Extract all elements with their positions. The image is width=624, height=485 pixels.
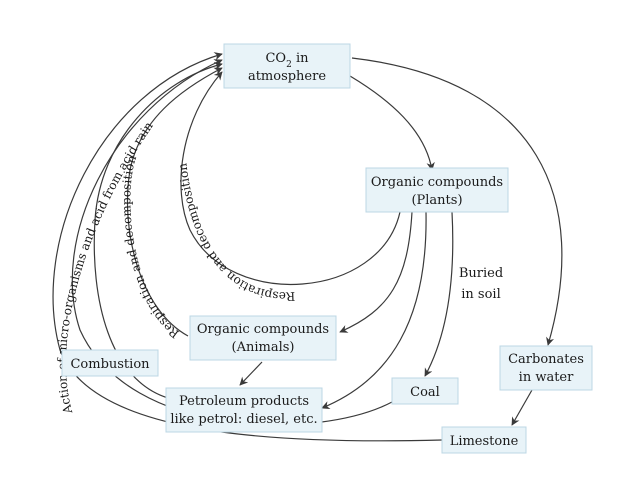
label-buried: Buried	[459, 266, 503, 281]
node-limestone: Limestone	[441, 426, 527, 454]
node-petroleum-line1: Petroleum products	[179, 394, 309, 409]
node-combustion: Combustion	[61, 349, 159, 377]
node-animals-line1: Organic compounds	[197, 322, 329, 337]
arrow-co2-to-plants	[349, 75, 435, 171]
arrow-plants-to-coal	[424, 211, 454, 377]
arrow-plants-respiration-to-co2	[180, 71, 401, 285]
label-respiration-outer: Respiration and decomposition	[119, 153, 181, 341]
node-co2-line1: CO2 in	[265, 51, 309, 70]
arrow-animals-respiration-to-co2	[126, 67, 223, 337]
node-plants: Organic compounds (Plants)	[365, 167, 509, 213]
node-animals: Organic compounds (Animals)	[189, 315, 337, 361]
arrow-co2-to-carbonates	[351, 57, 563, 346]
node-animals-line2: (Animals)	[232, 340, 295, 355]
node-co2-atmosphere: CO2 in atmosphere	[223, 43, 351, 89]
node-plants-line1: Organic compounds	[371, 175, 503, 190]
node-combustion-label: Combustion	[70, 357, 150, 372]
arrow-plants-to-animals	[339, 211, 413, 333]
node-coal: Coal	[391, 377, 459, 405]
node-limestone-label: Limestone	[450, 434, 519, 449]
arrow-carbonates-to-limestone	[511, 389, 533, 426]
node-coal-label: Coal	[410, 385, 440, 400]
arrow-limestone-to-co2	[52, 52, 443, 442]
node-carbonates-line1: Carbonates	[508, 352, 584, 367]
node-petroleum-line2: like petrol: diesel, etc.	[170, 412, 317, 427]
label-buried-2: in soil	[461, 287, 500, 302]
label-respiration-inner: Respiration and decomposition	[175, 162, 295, 303]
arrow-plants-to-petroleum	[321, 211, 427, 410]
node-petroleum: Petroleum products like petrol: diesel, …	[165, 387, 323, 433]
node-co2-line2: atmosphere	[248, 69, 326, 84]
node-carbonates: Carbonates in water	[499, 345, 593, 391]
arrow-animals-to-petroleum	[239, 361, 263, 386]
node-plants-line2: (Plants)	[411, 193, 462, 208]
node-carbonates-line2: in water	[519, 370, 574, 385]
